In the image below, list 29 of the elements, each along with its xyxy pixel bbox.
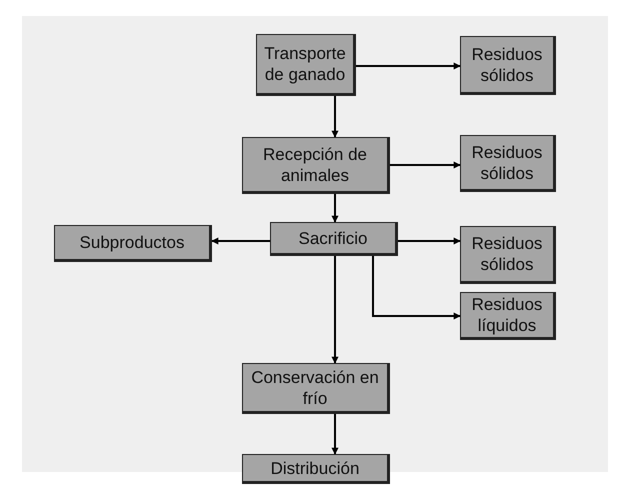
process-box [460, 135, 556, 192]
arrow [372, 256, 461, 320]
arrow [211, 238, 270, 244]
process-box [460, 226, 556, 284]
process-box [242, 454, 390, 484]
box-label: Residuos sólidos [470, 44, 544, 86]
arrow [356, 62, 461, 70]
arrow [390, 162, 461, 168]
arrow [332, 194, 338, 223]
box-label: Distribución [270, 458, 360, 478]
process-box [54, 225, 212, 262]
process-box [242, 363, 390, 414]
box-label: Residuos sólidos [470, 233, 544, 275]
box-label: Sacrificio [298, 228, 368, 248]
box-label: Transporte de ganado [263, 43, 347, 85]
process-box [256, 34, 356, 96]
box-label: Recepción de animales [262, 144, 368, 186]
process-box [460, 292, 556, 340]
process-box [460, 36, 556, 95]
box-label: Residuos sólidos [470, 142, 544, 184]
arrow [332, 96, 338, 138]
process-box [270, 222, 398, 256]
arrow [332, 256, 338, 364]
box-label: Subproductos [80, 232, 184, 253]
process-box [242, 137, 390, 194]
arrow [398, 238, 461, 244]
arrow [332, 414, 338, 455]
box-label: Residuos líquidos [470, 294, 544, 336]
box-label: Conservación en frío [250, 366, 380, 408]
